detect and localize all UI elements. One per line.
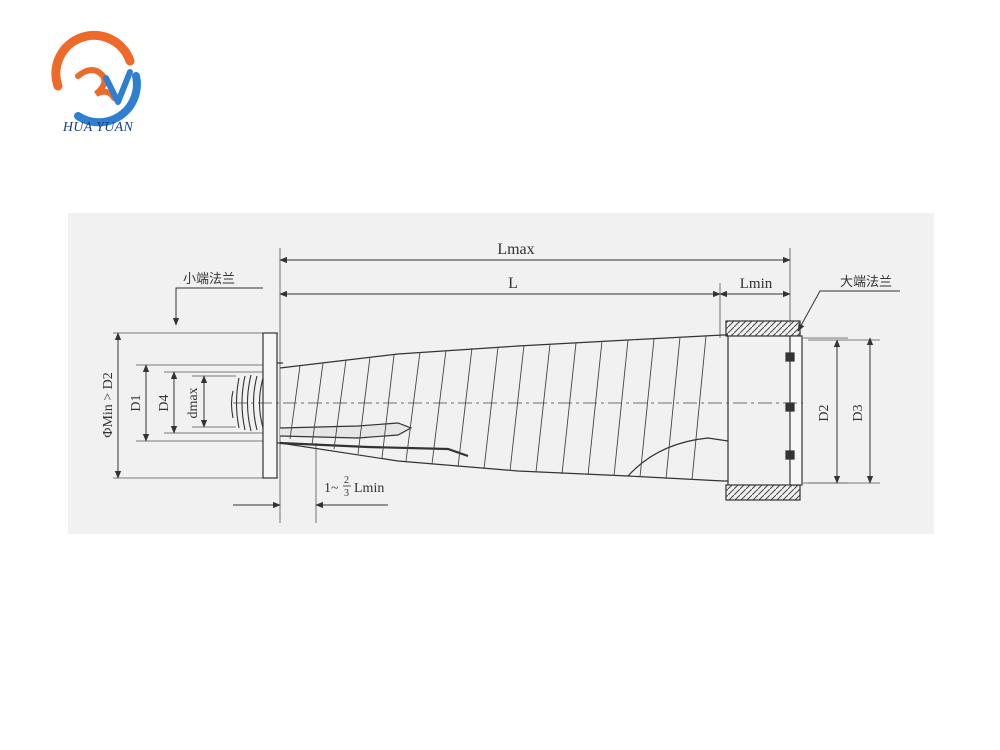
logo-orange-swirl (75, 67, 117, 101)
d1-label: D1 (129, 394, 144, 411)
lmin-label: Lmin (740, 276, 773, 292)
small-end-flange (262, 332, 283, 479)
d3-label: D3 (851, 404, 866, 421)
brand-logo (51, 30, 141, 127)
dmax-label: dmax (186, 387, 201, 418)
l-label: L (508, 275, 518, 292)
d2-label: D2 (817, 404, 832, 421)
spiral-bands (289, 335, 707, 481)
dimension-labels: Lmax L Lmin 小端法兰 大端法兰 ΦMin > D2 D1 D4 dm… (101, 241, 892, 499)
fraction-numerator: 2 (344, 475, 349, 486)
bellows-coils (230, 374, 264, 432)
lmax-label: Lmax (497, 241, 534, 258)
dimension-lines (114, 256, 900, 509)
fraction-suffix: Lmin (354, 481, 384, 496)
tapered-shell (279, 334, 729, 482)
small-flange-label: 小端法兰 (183, 271, 235, 286)
logo-blue-arc (74, 72, 141, 127)
large-end-flange (725, 320, 803, 501)
large-flange-label: 大端法兰 (840, 274, 892, 289)
fraction-denominator: 3 (344, 488, 349, 499)
expansion-joint-diagram: Lmax L Lmin 小端法兰 大端法兰 ΦMin > D2 D1 D4 dm… (68, 213, 934, 534)
logo-orange-arc (51, 30, 135, 91)
brand-name: HUA YUAN (62, 120, 134, 135)
fraction-prefix: 1~ (324, 481, 339, 496)
phi-min-label: ΦMin > D2 (101, 372, 116, 438)
d4-label: D4 (157, 394, 172, 411)
logo-blue-v (103, 69, 133, 105)
